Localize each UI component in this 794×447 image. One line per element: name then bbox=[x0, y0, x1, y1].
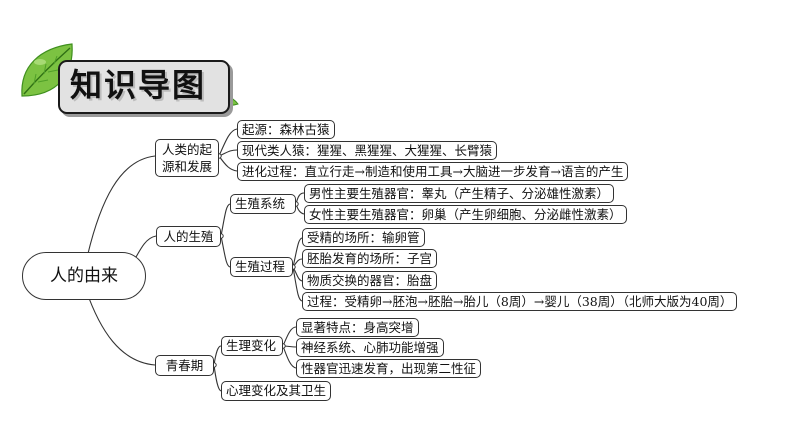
title-banner bbox=[58, 60, 230, 114]
page-title: 知识导图 bbox=[70, 66, 207, 104]
physical-change-node: 生理变化 bbox=[221, 336, 283, 356]
mental-change-node: 心理变化及其卫生 bbox=[221, 381, 332, 401]
reproductive-system-node: 生殖系统 bbox=[230, 194, 296, 214]
reproductive-process-node: 生殖过程 bbox=[230, 257, 293, 277]
fertilization-site-item: 受精的场所：输卵管 bbox=[302, 228, 425, 247]
branch-puberty: 青春期 bbox=[155, 355, 214, 376]
branch-origin: 人类的起源和发展 bbox=[155, 139, 219, 177]
exchange-organ-item: 物质交换的器官：胎盘 bbox=[302, 271, 438, 290]
origin-item-evolution: 进化过程：直立行走→制造和使用工具→大脑进一步发育→语言的产生 bbox=[237, 162, 629, 181]
branch-reproduction: 人的生殖 bbox=[156, 226, 221, 247]
nervous-system-item: 神经系统、心肺功能增强 bbox=[296, 338, 444, 357]
female-organ-item: 女性主要生殖器官：卵巢（产生卵细胞、分泌雌性激素） bbox=[304, 205, 627, 224]
growth-item: 显著特点：身高突增 bbox=[296, 318, 419, 337]
male-organ-item: 男性主要生殖器官：睾丸（产生精子、分泌雄性激素） bbox=[304, 184, 615, 203]
development-process-item: 过程：受精卵→胚泡→胚胎→胎儿（8周）→婴儿（38周）（北师大版为40周） bbox=[302, 292, 738, 311]
origin-item-apes: 现代类人猿：猩猩、黑猩猩、大猩猩、长臂猿 bbox=[237, 141, 498, 160]
root-node: 人的由来 bbox=[22, 252, 146, 300]
origin-item-source: 起源：森林古猿 bbox=[237, 120, 335, 139]
sexual-development-item: 性器官迅速发育，出现第二性征 bbox=[296, 359, 482, 378]
embryo-site-item: 胚胎发育的场所：子宫 bbox=[302, 249, 438, 268]
